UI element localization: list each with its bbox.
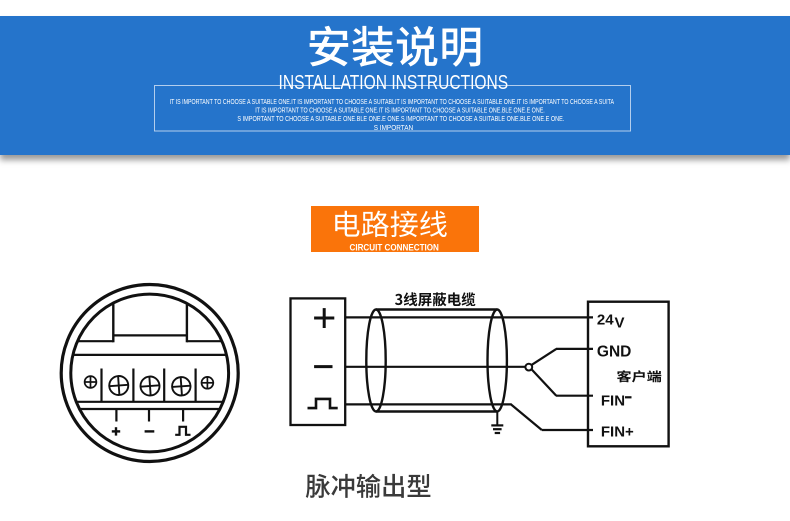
svg-text:INSTALLATION INSTRUCTIONS: INSTALLATION INSTRUCTIONS bbox=[279, 72, 509, 94]
svg-text:IT IS IMPORTANT TO CHOOSE A SU: IT IS IMPORTANT TO CHOOSE A SUITABLE ONE… bbox=[255, 108, 545, 115]
svg-text:FIN+: FIN+ bbox=[601, 424, 634, 441]
svg-text:S IMPORTAN: S IMPORTAN bbox=[374, 125, 414, 132]
svg-text:CIRCUIT CONNECTION: CIRCUIT CONNECTION bbox=[350, 242, 439, 253]
svg-text:S IMPORTANT TO CHOOSE A SUITAB: S IMPORTANT TO CHOOSE A SUITABLE ONE.BLE… bbox=[237, 116, 564, 123]
svg-text:24: 24 bbox=[597, 311, 614, 328]
svg-text:FIN: FIN bbox=[601, 393, 625, 410]
svg-text:GND: GND bbox=[597, 343, 631, 360]
svg-text:IT IS IMPORTANT TO CHOOSE A SU: IT IS IMPORTANT TO CHOOSE A SUITABLE ONE… bbox=[170, 99, 615, 106]
svg-text:V: V bbox=[615, 314, 625, 331]
